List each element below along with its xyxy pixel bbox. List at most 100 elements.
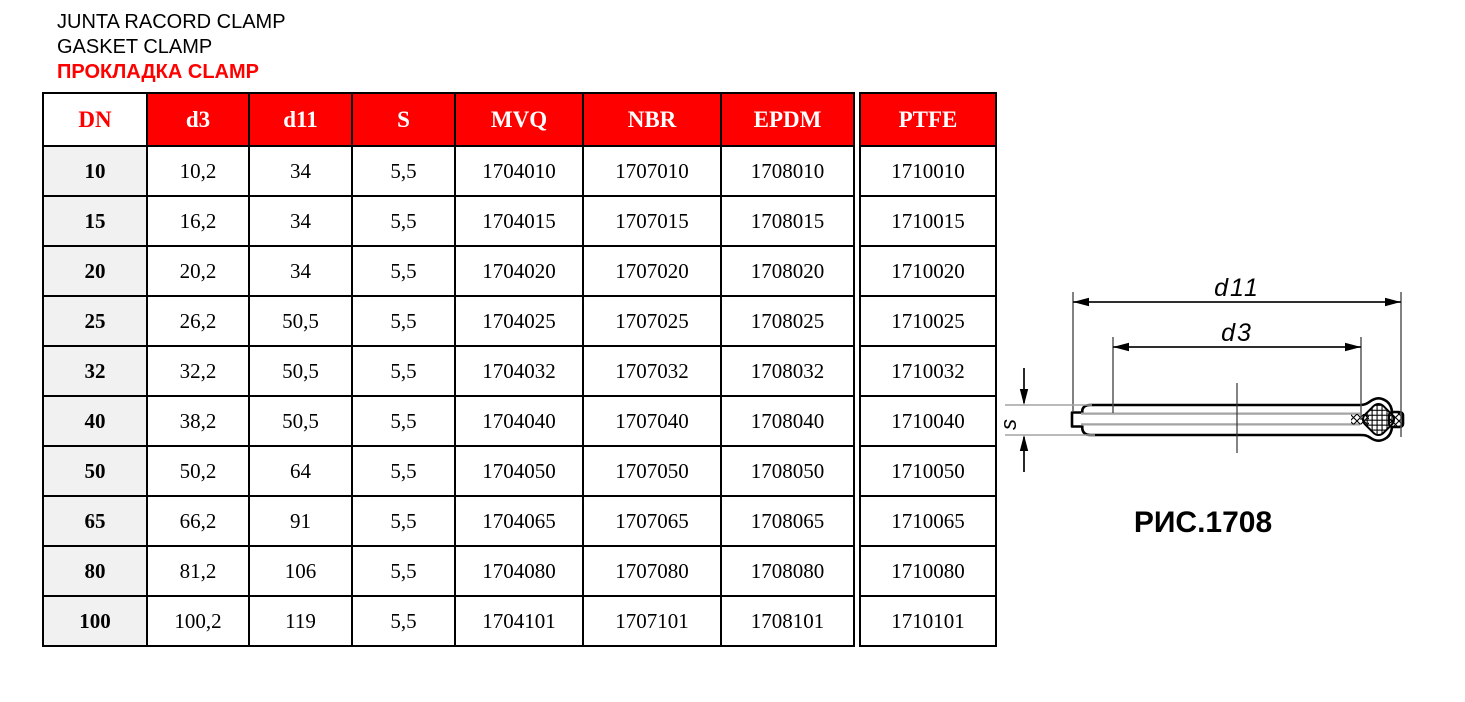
cell-d11: 106 xyxy=(248,545,353,597)
cell-epdm: 1708065 xyxy=(720,495,855,547)
column-header-epdm: EPDM xyxy=(720,92,855,147)
column-header-ptfe: PTFE xyxy=(859,92,997,147)
cell-nbr: 1707040 xyxy=(582,395,722,447)
title-block: JUNTA RACORD CLAMP GASKET CLAMP ПРОКЛАДК… xyxy=(57,10,286,85)
hatch-band xyxy=(1351,414,1369,425)
cell-nbr: 1707015 xyxy=(582,195,722,247)
cell-d11: 50,5 xyxy=(248,295,353,347)
cell-ptfe: 1710025 xyxy=(859,295,997,347)
cell-s: 5,5 xyxy=(351,145,456,197)
hatch-tab xyxy=(1388,411,1404,428)
cell-s: 5,5 xyxy=(351,545,456,597)
cell-ptfe: 1710040 xyxy=(859,395,997,447)
cell-s: 5,5 xyxy=(351,495,456,547)
cell-epdm: 1708040 xyxy=(720,395,855,447)
cell-ptfe: 1710015 xyxy=(859,195,997,247)
cell-ptfe: 1710032 xyxy=(859,345,997,397)
cell-nbr: 1707032 xyxy=(582,345,722,397)
cell-d11: 91 xyxy=(248,495,353,547)
column-header-mvq: MVQ xyxy=(454,92,584,147)
cell-mvq: 1704080 xyxy=(454,545,584,597)
cell-d11: 50,5 xyxy=(248,395,353,447)
cell-dn: 100 xyxy=(42,595,148,647)
cell-nbr: 1707080 xyxy=(582,545,722,597)
cell-d3: 38,2 xyxy=(146,395,250,447)
cell-ptfe: 1710101 xyxy=(859,595,997,647)
cell-s: 5,5 xyxy=(351,195,456,247)
dim-label-d3: d3 xyxy=(1221,319,1253,347)
cell-nbr: 1707025 xyxy=(582,295,722,347)
cell-dn: 15 xyxy=(42,195,148,247)
cell-dn: 25 xyxy=(42,295,148,347)
column-header-dn: DN xyxy=(42,92,148,147)
cell-mvq: 1704040 xyxy=(454,395,584,447)
cell-d11: 34 xyxy=(248,195,353,247)
gasket-technical-drawing: d11 d3 s РИС.1708 xyxy=(1000,274,1405,539)
cell-d3: 20,2 xyxy=(146,245,250,297)
cell-dn: 50 xyxy=(42,445,148,497)
cell-s: 5,5 xyxy=(351,395,456,447)
cell-ptfe: 1710010 xyxy=(859,145,997,197)
figure-caption: РИС.1708 xyxy=(1134,506,1272,539)
arrow-icon xyxy=(1019,389,1029,405)
cell-s: 5,5 xyxy=(351,295,456,347)
header-row-ptfe: PTFE xyxy=(859,92,997,147)
cell-mvq: 1704015 xyxy=(454,195,584,247)
cell-nbr: 1707020 xyxy=(582,245,722,297)
cell-epdm: 1708101 xyxy=(720,595,855,647)
arrow-icon xyxy=(1345,342,1361,352)
cell-d11: 50,5 xyxy=(248,345,353,397)
column-header-s: S xyxy=(351,92,456,147)
cell-mvq: 1704032 xyxy=(454,345,584,397)
table-row-ptfe: 1710015 xyxy=(859,195,997,247)
cell-d11: 64 xyxy=(248,445,353,497)
table-row-ptfe: 1710080 xyxy=(859,545,997,597)
cell-dn: 32 xyxy=(42,345,148,397)
cell-d11: 34 xyxy=(248,245,353,297)
arrow-icon xyxy=(1385,297,1401,307)
table-row-ptfe: 1710010 xyxy=(859,145,997,197)
cell-ptfe: 1710080 xyxy=(859,545,997,597)
dim-label-s: s xyxy=(1000,419,1021,430)
cell-mvq: 1704025 xyxy=(454,295,584,347)
arrow-icon xyxy=(1113,342,1129,352)
cell-epdm: 1708032 xyxy=(720,345,855,397)
arrow-icon xyxy=(1019,435,1029,451)
cell-epdm: 1708015 xyxy=(720,195,855,247)
cell-d3: 10,2 xyxy=(146,145,250,197)
cell-d3: 32,2 xyxy=(146,345,250,397)
table-row-ptfe: 1710050 xyxy=(859,445,997,497)
cell-epdm: 1708025 xyxy=(720,295,855,347)
title-line-ru: ПРОКЛАДКА CLAMP xyxy=(57,61,259,83)
cell-ptfe: 1710065 xyxy=(859,495,997,547)
title-line-en: GASKET CLAMP xyxy=(57,36,213,58)
column-header-d11: d11 xyxy=(248,92,353,147)
cell-d11: 34 xyxy=(248,145,353,197)
cell-d3: 50,2 xyxy=(146,445,250,497)
dim-label-d11: d11 xyxy=(1214,274,1260,302)
cell-dn: 65 xyxy=(42,495,148,547)
table-row-ptfe: 1710101 xyxy=(859,595,997,647)
cell-ptfe: 1710020 xyxy=(859,245,997,297)
cell-d3: 81,2 xyxy=(146,545,250,597)
cell-nbr: 1707050 xyxy=(582,445,722,497)
cell-dn: 40 xyxy=(42,395,148,447)
table-row-ptfe: 1710032 xyxy=(859,345,997,397)
cell-d3: 16,2 xyxy=(146,195,250,247)
title-line-es: JUNTA RACORD CLAMP xyxy=(57,11,286,33)
cell-s: 5,5 xyxy=(351,595,456,647)
cell-epdm: 1708020 xyxy=(720,245,855,297)
cell-s: 5,5 xyxy=(351,245,456,297)
cell-mvq: 1704020 xyxy=(454,245,584,297)
cell-nbr: 1707065 xyxy=(582,495,722,547)
